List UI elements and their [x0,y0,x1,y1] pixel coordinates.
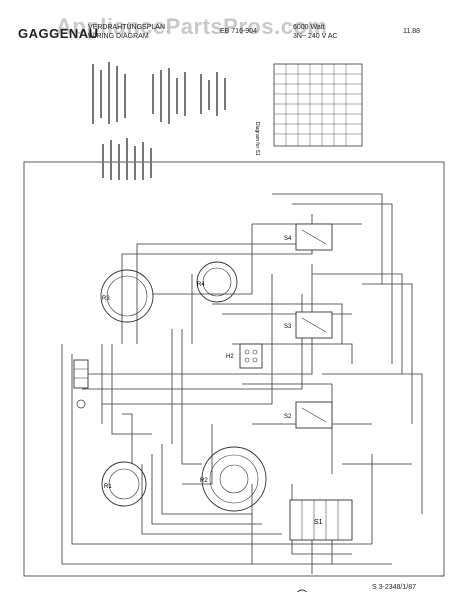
label-r2: R2 [200,478,208,484]
date-code: 11.88 [403,28,420,35]
switch-table: Diagram for S1 [254,63,363,156]
document-number: S 3-2348/1/87 [372,584,416,591]
title-line-1: VERDRAHTUNGSPLAN [88,24,166,31]
switch-s2: S2 [284,401,333,429]
brand-logo: GAGGENAU [18,26,99,41]
label-s2: S2 [284,414,292,420]
title-block: VERDRAHTUNGSPLAN WIRING DIAGRAM [88,23,165,41]
element-r3: R3 [100,269,154,323]
label-r1: R1 [104,484,112,490]
label-r3: R3 [102,296,110,302]
diagram-border [23,161,445,577]
rating-block: 6000 Watt 3N~ 240 V AC [293,23,338,41]
model-number: EB 716-904 [220,28,257,35]
element-r1: R1 [101,461,147,507]
power-rating: 6000 Watt [293,24,325,31]
switch-s4: S4 [284,223,333,251]
label-h2: H2 [226,354,234,360]
switch-s1: S1 [289,499,353,541]
label-s4: S4 [284,236,292,242]
watermark: AppliancePartsPros.com [56,14,328,39]
lamp-h1: H1 [296,589,308,592]
label-s3: S3 [284,324,292,330]
lamp-h2: H2 [226,343,263,369]
switch-table-title: Diagram for S1 [254,122,260,156]
voltage-rating: 3N~ 240 V AC [293,33,338,40]
wiring-diagram: R3 R4 R1 R2 H2 S4 S3 S2 [23,62,445,592]
title-line-2: WIRING DIAGRAM [88,33,149,40]
legend-text [92,62,226,180]
switch-s3: S3 [284,311,333,339]
label-s1: S1 [314,519,323,526]
page-header: AppliancePartsPros.com GAGGENAU VERDRAHT… [0,0,463,50]
element-r2: R2 [200,446,267,512]
element-r4: R4 [196,261,238,303]
label-r4: R4 [197,282,205,288]
terminal-block [73,359,89,409]
